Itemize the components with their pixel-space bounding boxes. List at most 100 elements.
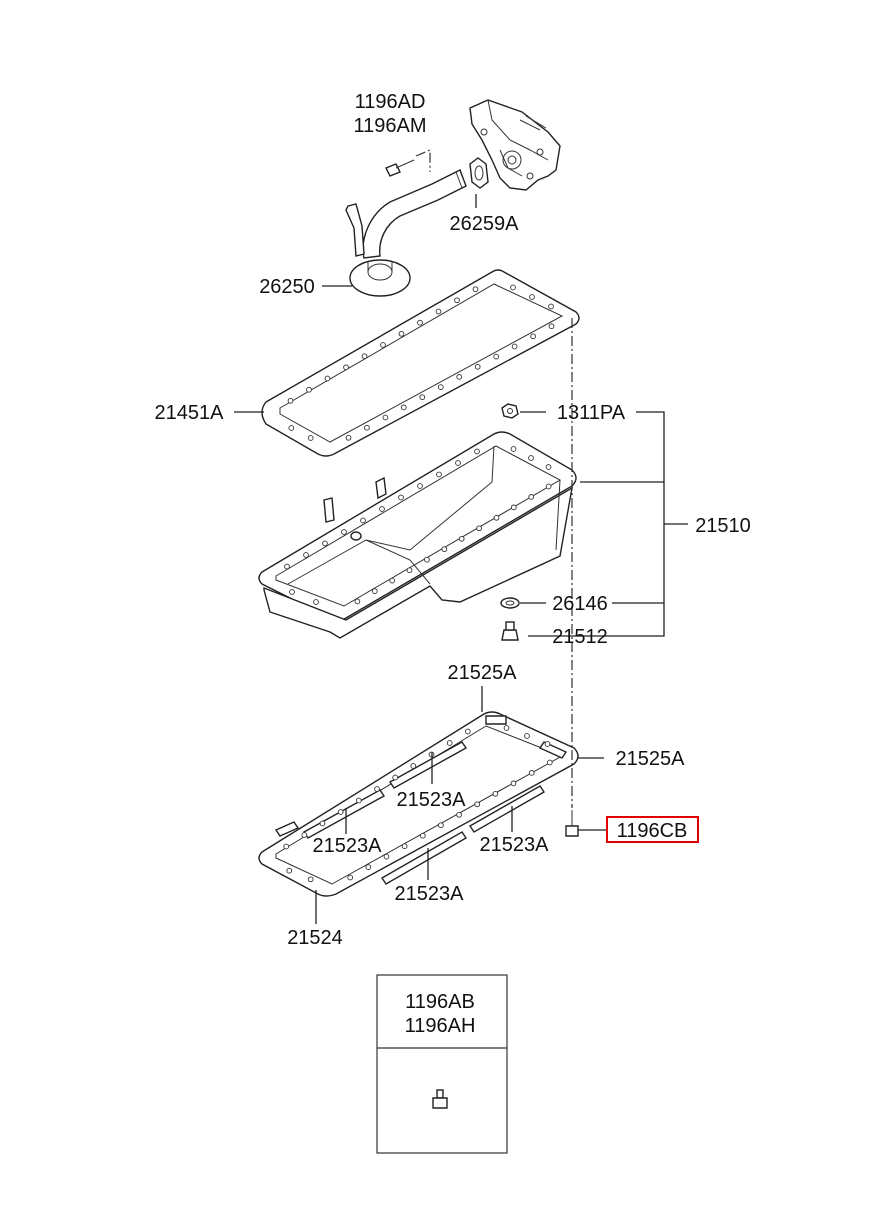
- bolt-hole: [371, 588, 378, 594]
- bolt-hole: [530, 333, 536, 340]
- bolt-hole: [301, 832, 308, 838]
- highlighted-part-label[interactable]: 1196CB: [606, 816, 699, 843]
- label-baffle-upper: 21523A: [397, 789, 467, 811]
- bolt-hole: [545, 483, 552, 490]
- bolt-hole: [400, 404, 407, 411]
- bolt-hole: [354, 598, 361, 605]
- bolt-hole: [306, 386, 312, 393]
- bolt-hole: [458, 535, 465, 542]
- bolt-hole: [379, 506, 385, 512]
- label-gasket-26259a: 26259A: [450, 213, 520, 235]
- pan-bolt-holes: [284, 446, 552, 605]
- bolt-hole: [286, 867, 293, 874]
- bolt-hole: [476, 525, 482, 532]
- washer-icon[interactable]: [500, 597, 520, 609]
- bolt-hole: [313, 599, 319, 605]
- bolt-hole: [365, 864, 372, 870]
- label-oil-pan-assy: 21510: [695, 515, 751, 537]
- bolt-icon[interactable]: [385, 159, 415, 177]
- bolt-icon[interactable]: [432, 1089, 448, 1109]
- strainer-tube[interactable]: [345, 169, 467, 259]
- bolt-hole: [474, 363, 481, 370]
- oil-pan[interactable]: [258, 431, 577, 639]
- bolt-hole: [510, 446, 517, 452]
- label-inset-ab: 1196AB: [405, 991, 475, 1013]
- bolt-hole: [382, 414, 389, 421]
- bolt-hole: [364, 424, 370, 431]
- bolt-hole: [455, 460, 461, 466]
- oil-pump-body[interactable]: [469, 99, 561, 191]
- bolt-hole: [287, 397, 294, 404]
- bolt-hole: [419, 394, 426, 401]
- bolt-hole: [307, 876, 314, 883]
- bolt-hole: [511, 343, 518, 350]
- bolt-hole: [528, 494, 535, 500]
- bolt-hole: [283, 843, 290, 850]
- label-baffle-lower: 21523A: [395, 883, 465, 905]
- bolt-hole: [446, 740, 453, 746]
- bolt-hole: [361, 353, 368, 360]
- bolt-hole: [343, 364, 349, 371]
- bolt-hole: [374, 786, 380, 792]
- baffle-bolt-holes: [283, 725, 553, 883]
- bolt-hole: [424, 556, 430, 563]
- bolt-hole: [492, 790, 499, 797]
- label-bolt-cb: 1196CB: [617, 820, 688, 842]
- label-seal-right: 21525A: [616, 748, 686, 770]
- bolt-hole: [389, 577, 396, 584]
- bolt-hole: [510, 780, 517, 787]
- bolt-hole: [341, 529, 347, 535]
- label-strainer: 26250: [259, 276, 315, 298]
- label-bolt-am: 1196AM: [353, 115, 426, 137]
- label-nut-1311pa: 1311PA: [557, 402, 626, 424]
- bolt-hole: [406, 567, 413, 574]
- inset-box: 1196AB 1196AH: [376, 974, 508, 1154]
- pan-gasket[interactable]: [261, 269, 580, 457]
- bolt-hole: [493, 353, 500, 360]
- baffle-seal-strips[interactable]: [274, 715, 568, 885]
- strainer-screen[interactable]: [349, 259, 411, 297]
- bolt-hole: [383, 853, 390, 860]
- bolt-hole: [392, 774, 399, 781]
- bolt-hole: [303, 552, 309, 558]
- label-washer-26146: 26146: [552, 593, 608, 615]
- bolt-hole: [324, 375, 331, 382]
- bolt-hole: [529, 294, 535, 300]
- label-baffle-plate: 21524: [287, 927, 343, 949]
- bolt-hole: [438, 822, 444, 829]
- bolt-hole: [545, 464, 552, 470]
- bolt-hole: [347, 874, 354, 881]
- drain-plug-icon[interactable]: [501, 621, 519, 641]
- bolt-hole: [307, 435, 314, 441]
- bolt-hole: [289, 589, 295, 595]
- nut-icon[interactable]: [501, 403, 519, 419]
- bolt-leader-line: [415, 149, 431, 172]
- bolt-hole: [464, 728, 471, 735]
- bolt-hole: [544, 741, 551, 747]
- bolt-hole: [398, 494, 404, 501]
- bolt-hole: [456, 811, 462, 818]
- bolt-hole: [398, 330, 405, 337]
- bolt-hole: [493, 514, 500, 521]
- pump-gasket[interactable]: [469, 157, 489, 189]
- bolt-hole: [510, 284, 516, 291]
- label-bolt-ad: 1196AD: [355, 91, 426, 113]
- bolt-hole: [360, 517, 366, 524]
- bolt-hole: [337, 809, 344, 815]
- bolt-hole: [474, 448, 480, 455]
- label-seal-top: 21525A: [448, 662, 518, 684]
- bolt-hole: [503, 725, 510, 731]
- bolt-hole: [355, 797, 362, 804]
- bolt-hole: [322, 540, 328, 547]
- bolt-icon[interactable]: [565, 810, 579, 837]
- bolt-hole: [401, 843, 408, 850]
- bolt-hole: [524, 733, 530, 739]
- bolt-hole: [437, 384, 444, 390]
- bolt-hole: [528, 455, 534, 461]
- bolt-hole: [435, 308, 442, 315]
- bolt-hole: [284, 563, 290, 570]
- bolt-hole: [417, 319, 423, 326]
- label-plug-21512: 21512: [552, 626, 608, 648]
- bolt-hole: [419, 832, 426, 839]
